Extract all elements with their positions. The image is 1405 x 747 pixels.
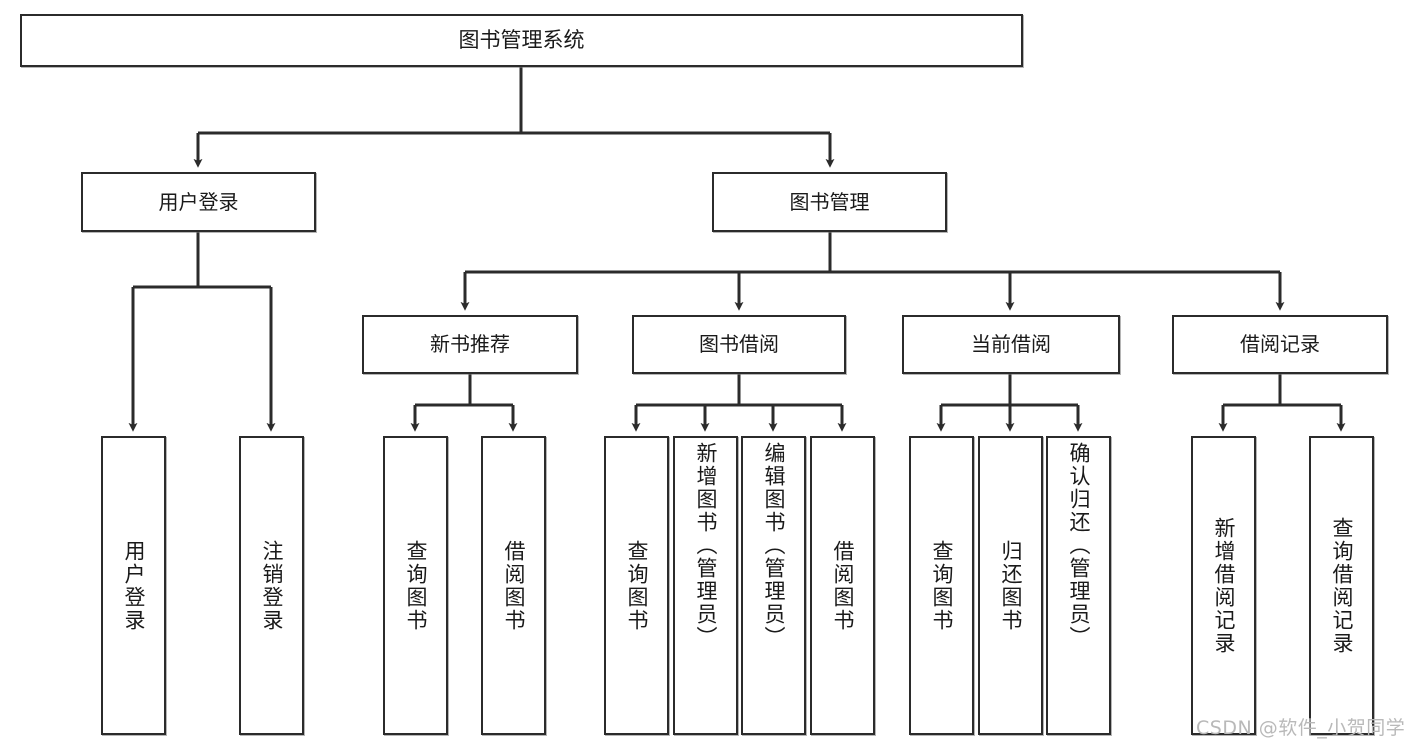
node-leaf-query-record-label: 查询借阅记录 <box>1330 516 1354 655</box>
node-current-borrow-label: 当前借阅 <box>971 332 1051 356</box>
node-leaf-query-book-c-label: 查询图书 <box>930 539 954 632</box>
node-new-book-recommend[interactable]: 新书推荐 <box>362 315 578 374</box>
node-leaf-add-book[interactable]: 新增图书（管理员） <box>673 436 738 735</box>
node-user-login-label: 用户登录 <box>158 189 239 214</box>
node-leaf-add-record[interactable]: 新增借阅记录 <box>1191 436 1256 735</box>
node-leaf-add-book-label: 新增图书（管理员） <box>694 442 718 649</box>
node-current-borrow[interactable]: 当前借阅 <box>902 315 1120 374</box>
node-leaf-query-book-c[interactable]: 查询图书 <box>909 436 974 735</box>
node-book-borrow-label: 图书借阅 <box>699 332 779 356</box>
node-leaf-query-book-b[interactable]: 查询图书 <box>604 436 669 735</box>
node-leaf-edit-book-label: 编辑图书（管理员） <box>762 442 786 649</box>
node-root-system-label: 图书管理系统 <box>458 28 585 53</box>
node-leaf-return-book[interactable]: 归还图书 <box>978 436 1043 735</box>
node-leaf-borrow-book-b[interactable]: 借阅图书 <box>810 436 875 735</box>
node-book-borrow[interactable]: 图书借阅 <box>632 315 846 374</box>
node-book-manage[interactable]: 图书管理 <box>712 172 947 232</box>
node-leaf-return-book-label: 归还图书 <box>999 539 1023 632</box>
node-leaf-logout-label: 注销登录 <box>260 539 284 632</box>
node-root-system[interactable]: 图书管理系统 <box>20 14 1023 67</box>
node-leaf-user-login[interactable]: 用户登录 <box>101 436 166 735</box>
node-leaf-borrow-book-a-label: 借阅图书 <box>502 539 526 632</box>
node-leaf-query-book-a-label: 查询图书 <box>404 539 428 632</box>
node-new-book-recommend-label: 新书推荐 <box>430 332 510 356</box>
node-borrow-record[interactable]: 借阅记录 <box>1172 315 1388 374</box>
node-leaf-edit-book[interactable]: 编辑图书（管理员） <box>741 436 806 735</box>
node-leaf-logout[interactable]: 注销登录 <box>239 436 304 735</box>
node-leaf-add-record-label: 新增借阅记录 <box>1212 516 1236 655</box>
node-user-login[interactable]: 用户登录 <box>81 172 316 232</box>
node-leaf-query-book-b-label: 查询图书 <box>625 539 649 632</box>
node-leaf-confirm-return-label: 确认归还（管理员） <box>1067 442 1091 649</box>
node-leaf-user-login-label: 用户登录 <box>122 539 146 632</box>
node-leaf-confirm-return[interactable]: 确认归还（管理员） <box>1046 436 1111 735</box>
node-borrow-record-label: 借阅记录 <box>1240 332 1320 356</box>
node-leaf-borrow-book-b-label: 借阅图书 <box>831 539 855 632</box>
node-book-manage-label: 图书管理 <box>789 189 870 214</box>
node-leaf-query-record[interactable]: 查询借阅记录 <box>1309 436 1374 735</box>
node-leaf-query-book-a[interactable]: 查询图书 <box>383 436 448 735</box>
node-leaf-borrow-book-a[interactable]: 借阅图书 <box>481 436 546 735</box>
